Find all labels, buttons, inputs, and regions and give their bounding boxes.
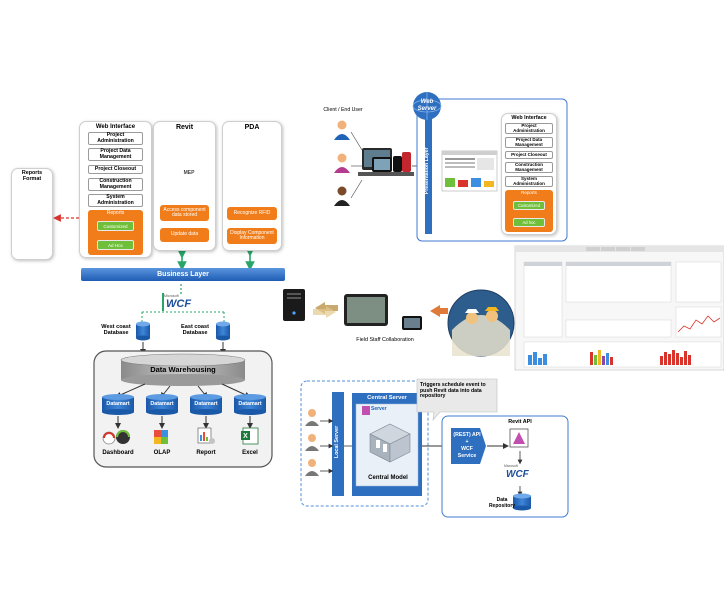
central-server-label: Central Server (367, 395, 407, 401)
report-label: Report (196, 450, 216, 456)
presentation-screenshot (441, 150, 498, 192)
wcf-label-right: WCF (506, 469, 529, 480)
reports-box-label: Reports (106, 210, 125, 216)
ad-hoc-button[interactable]: Ad Hoc (97, 240, 134, 250)
svg-text:X: X (243, 433, 248, 440)
web-item-project-administration: Project Administration (88, 132, 143, 145)
web-right-item-5: System Administration (505, 176, 553, 187)
web-right-item-2: Project Data Management (505, 137, 553, 148)
olap-icon (154, 430, 168, 444)
excel-icon: X (241, 427, 259, 445)
reports-right-label: Reports (521, 190, 537, 195)
local-server-bar (332, 392, 344, 496)
web-server-label-2: Server (417, 106, 437, 112)
web-interface-right-title: Web Interface (511, 115, 547, 121)
client-end-user-label: Client / End User (323, 107, 363, 113)
recognize-rfid-box: Recognize RFID (227, 207, 277, 220)
web-item-construction-management: Construction Management (88, 178, 143, 191)
wcf-label-left: WCF (166, 298, 192, 310)
datamart-cylinders (102, 394, 266, 415)
web-item-project-data-management: Project Data Management (88, 148, 143, 161)
revit-title: Revit (175, 124, 194, 131)
web-right-item-1: Project Administration (505, 123, 553, 134)
data-warehouse-cylinder (120, 353, 246, 386)
rest-api-label: (REST) API (453, 432, 481, 438)
web-right-item-4: Construction Management (505, 162, 553, 173)
datamart-label-2: Datamart (150, 401, 174, 407)
data-transfer-arrow-icon (313, 302, 338, 318)
datamart-label-3: Datamart (194, 401, 218, 407)
client-devices-icon (358, 148, 414, 176)
east-coast-db-label: East coast Database (181, 324, 209, 337)
update-data-box: Update data (160, 228, 209, 242)
web-server-label-1: Web (420, 99, 434, 105)
field-staff-photo-icon (447, 289, 515, 357)
west-coast-db-label: West coast Database (101, 324, 131, 337)
business-layer-bar: Business Layer (81, 268, 285, 281)
rest-api-chevron (451, 428, 486, 464)
revit-api-icon (509, 428, 529, 448)
customized-button[interactable]: Customized (97, 221, 134, 231)
data-repository-db-icon (513, 493, 531, 511)
report-icon (197, 427, 215, 444)
excel-label: Excel (242, 450, 258, 456)
callout-bubble (416, 378, 498, 421)
presentation-layer-bar (425, 112, 432, 234)
dashboard-screenshot (514, 245, 724, 371)
client-users-icons (334, 120, 350, 206)
dashboard-label: Dashboard (102, 450, 134, 456)
customized-right-button[interactable]: Customized (513, 201, 545, 210)
data-warehousing-label: Data Warehousing (150, 365, 216, 374)
data-repository-label: Data Repository (488, 497, 516, 509)
field-arrow-icon (430, 305, 448, 317)
web-item-system-administration: System Administration (88, 194, 143, 207)
web-interface-title: Web Interface (95, 124, 136, 130)
field-staff-label: Field Staff Collaboration (356, 337, 414, 343)
server-icon-label: Server (371, 406, 387, 412)
pda-title: PDA (244, 124, 260, 131)
reports-format-panel (11, 168, 53, 260)
access-component-data-box: Access component data stored (160, 205, 209, 221)
datamart-label-4: Datamart (238, 401, 262, 407)
local-server-label: Local Server (334, 425, 341, 459)
east-db-icon (216, 321, 230, 341)
revit-mep-text: MEP (183, 170, 195, 176)
display-component-info-box: Display Component Information (227, 228, 277, 244)
central-model-label: Central Model (368, 475, 408, 481)
adhoc-right-button[interactable]: Ad hoc (513, 218, 545, 227)
wcf-prefix-right: Microsoft (504, 464, 518, 468)
presentation-layer-label: Presentation Layer (424, 147, 431, 195)
datamart-label-1: Datamart (106, 401, 130, 407)
wcf-service-label-2: Service (457, 453, 477, 459)
revit-api-label: Revit API (508, 419, 532, 425)
callout-text: Triggers schedule event to push Revit da… (420, 382, 486, 400)
web-right-item-3: Project Closeout (505, 151, 553, 159)
wcf-service-label-1: WCF (461, 446, 473, 452)
server-tower-icon (283, 289, 305, 321)
bottom-users-icons (305, 409, 319, 476)
revit-server-icon (362, 406, 370, 415)
reports-format-title: Reports Format (21, 170, 43, 182)
wcf-prefix-left: Microsoft (164, 294, 179, 298)
central-model-icon (369, 423, 411, 463)
rest-api-plus: + (465, 439, 469, 445)
west-db-icon (136, 321, 150, 341)
wcf-logo-left-icon (162, 293, 164, 311)
web-server-globe-icon (412, 92, 442, 120)
olap-label: OLAP (153, 450, 171, 456)
web-item-project-closeout: Project Closeout (88, 165, 143, 174)
dashboard-icon (102, 430, 130, 445)
field-tablet-icon (344, 294, 422, 330)
